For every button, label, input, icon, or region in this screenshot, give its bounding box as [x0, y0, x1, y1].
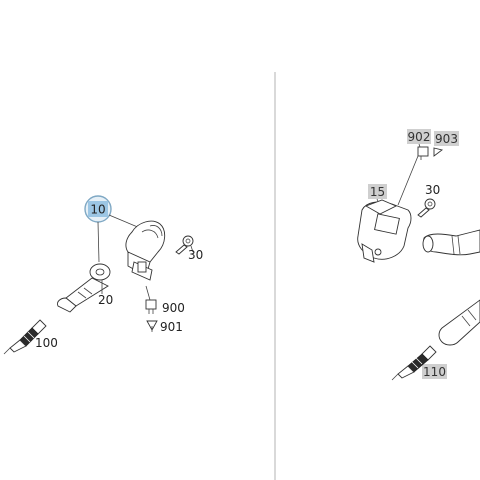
ignition-coil-right[interactable]	[357, 199, 412, 263]
connector-900[interactable]	[145, 299, 157, 314]
leader-10-to-coil	[108, 214, 141, 229]
bolt-30-left[interactable]	[175, 235, 194, 255]
coil-boot-right[interactable]	[422, 229, 480, 256]
bolt-30-right[interactable]	[417, 198, 436, 218]
connector-902[interactable]	[417, 146, 429, 160]
callout-15[interactable]: 15	[368, 184, 387, 199]
leader-902	[418, 143, 421, 148]
callout-903[interactable]: 903	[434, 131, 459, 146]
label-100: 100	[35, 336, 58, 350]
clip-901[interactable]	[146, 320, 158, 332]
spark-plug-100[interactable]	[3, 319, 47, 355]
label-903: 903	[435, 132, 458, 146]
callout-110[interactable]: 110	[422, 364, 447, 379]
plug-connector-20[interactable]	[57, 263, 111, 313]
ignition-coil-left[interactable]	[125, 220, 166, 281]
leader-30-left	[190, 245, 194, 253]
plug-connector-right[interactable]	[438, 299, 480, 346]
clip-903[interactable]	[433, 147, 444, 157]
leader-10-to-20	[97, 221, 100, 263]
label-10: 10	[90, 203, 105, 217]
callout-902[interactable]: 902	[407, 129, 431, 144]
label-902: 902	[408, 130, 431, 144]
callout-10[interactable]: 10	[84, 195, 112, 223]
label-901: 901	[160, 320, 183, 334]
label-110: 110	[423, 365, 446, 379]
label-20: 20	[98, 293, 113, 307]
leader-900	[145, 285, 151, 301]
label-30-right: 30	[425, 183, 440, 197]
label-15: 15	[370, 185, 385, 199]
label-900: 900	[162, 301, 185, 315]
spark-plug-110[interactable]	[391, 345, 437, 381]
label-30-left: 30	[188, 248, 203, 262]
leader-902-to-coil	[397, 155, 419, 206]
